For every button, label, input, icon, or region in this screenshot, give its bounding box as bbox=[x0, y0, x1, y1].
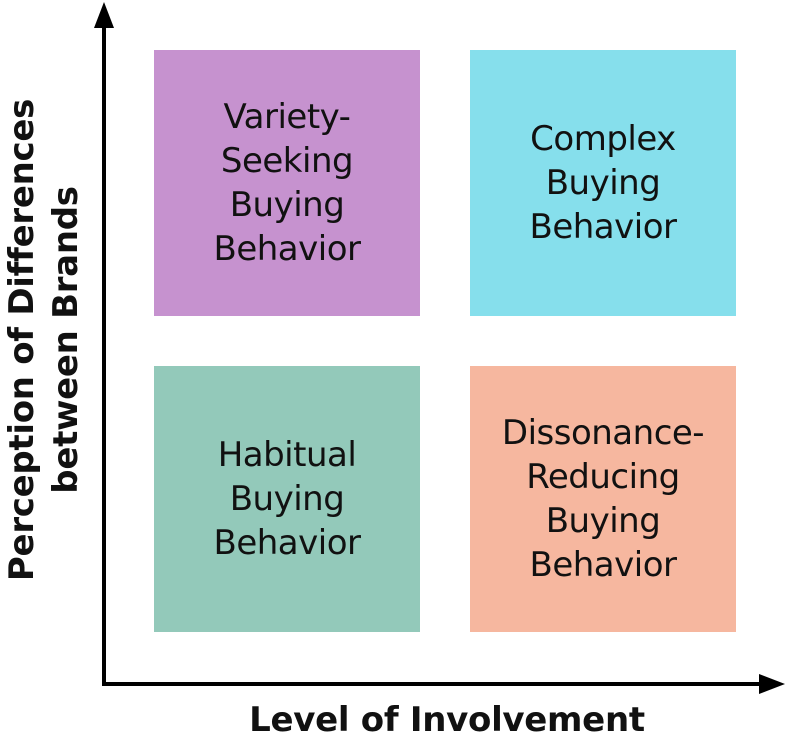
y-axis-label-line: Perception of Differences bbox=[2, 98, 42, 582]
quadrant-label-line: Behavior bbox=[213, 523, 361, 563]
quadrant-label-line: Buying bbox=[229, 479, 345, 519]
quadrant-label: Habitual Buying Behavior bbox=[214, 433, 361, 565]
quadrant-label-line: Behavior bbox=[213, 229, 361, 269]
y-axis-label-text: Perception of Differences between Brands bbox=[0, 60, 88, 620]
y-axis-arrow-icon bbox=[94, 2, 114, 28]
quadrant-label-line: Buying bbox=[545, 163, 661, 203]
quadrant-complex: Complex Buying Behavior bbox=[470, 50, 736, 316]
quadrant-label-line: Dissonance- bbox=[501, 413, 705, 453]
quadrant-label-line: Buying bbox=[229, 185, 345, 225]
quadrant-label-line: Seeking bbox=[220, 141, 354, 181]
quadrant-variety-seeking: Variety- Seeking Buying Behavior bbox=[154, 50, 420, 316]
quadrant-label-line: Reducing bbox=[526, 457, 680, 497]
quadrant-label-line: Behavior bbox=[529, 207, 677, 247]
quadrant-label-line: Variety- bbox=[223, 97, 351, 137]
quadrant-label: Variety- Seeking Buying Behavior bbox=[214, 95, 361, 271]
quadrant-label-line: Habitual bbox=[217, 435, 357, 475]
y-axis-label-line: between Brands bbox=[46, 186, 86, 494]
quadrant-habitual: Habitual Buying Behavior bbox=[154, 366, 420, 632]
quadrant-label-line: Behavior bbox=[529, 545, 677, 585]
x-axis-arrow-icon bbox=[759, 674, 785, 694]
x-axis-label: Level of Involvement bbox=[249, 700, 645, 740]
quadrant-dissonance-reducing: Dissonance- Reducing Buying Behavior bbox=[470, 366, 736, 632]
quadrant-label: Dissonance- Reducing Buying Behavior bbox=[501, 411, 705, 587]
quadrant-label-line: Buying bbox=[545, 501, 661, 541]
quadrant-label: Complex Buying Behavior bbox=[530, 117, 677, 249]
quadrant-label-line: Complex bbox=[530, 119, 676, 159]
